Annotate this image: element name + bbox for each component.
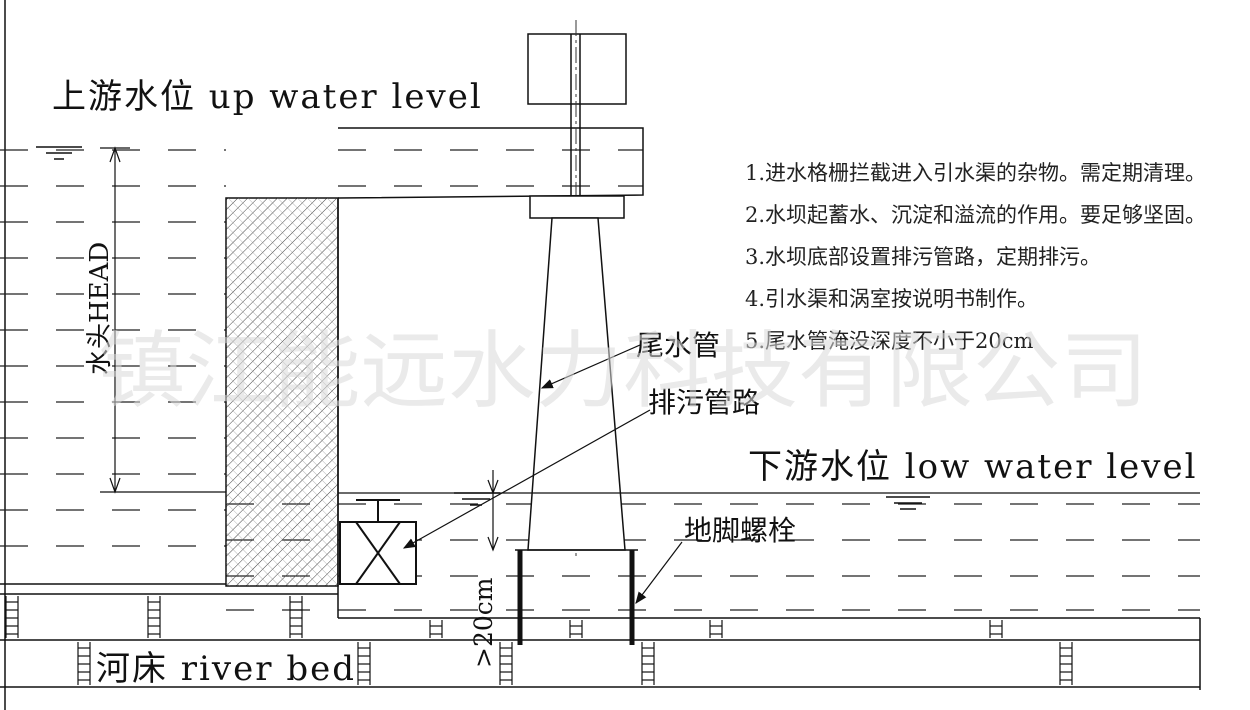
tailpipe-leader xyxy=(540,344,641,389)
depth-label: >20cm xyxy=(469,577,498,668)
river-bed xyxy=(0,583,1200,688)
note-2: 2.水坝起蓄水、沉淀和溢流的作用。要足够坚固。 xyxy=(745,203,1206,227)
drain-leader xyxy=(402,409,651,549)
intake-channel xyxy=(337,127,644,199)
turbine-flange xyxy=(529,195,625,219)
downstream-label: 下游水位 low water level xyxy=(748,447,1197,487)
anchor-leader xyxy=(635,541,683,604)
downstream-water xyxy=(226,503,1200,611)
upstream-label: 上游水位 up water level xyxy=(52,77,483,117)
river-bed-marks xyxy=(5,596,1073,685)
tailpipe-label: 尾水管 xyxy=(636,329,720,362)
riverbed-label: 河床 river bed xyxy=(96,649,356,689)
generator xyxy=(527,33,627,105)
upstream-level-symbol xyxy=(36,146,82,160)
note-5: 5.尾水管淹没深度不小于20cm xyxy=(745,329,1034,353)
head-dimension xyxy=(100,146,226,494)
note-1: 1.进水格栅拦截进入引水渠的杂物。需定期清理。 xyxy=(745,161,1206,185)
notes: 1.进水格栅拦截进入引水渠的杂物。需定期清理。 2.水坝起蓄水、沉淀和溢流的作用… xyxy=(745,161,1206,353)
anchor-label: 地脚螺栓 xyxy=(684,514,796,547)
drain-label: 排污管路 xyxy=(648,386,760,419)
depth-dimension xyxy=(487,470,499,552)
note-4: 4.引水渠和涡室按说明书制作。 xyxy=(745,287,1038,311)
note-3: 3.水坝底部设置排污管路，定期排污。 xyxy=(745,245,1101,269)
downstream-level-symbol xyxy=(454,492,930,510)
upstream-water xyxy=(0,149,643,547)
watermark: 镇江能远水力科技有限公司 xyxy=(98,322,1148,420)
head-label: 水头HEAD xyxy=(85,242,115,375)
